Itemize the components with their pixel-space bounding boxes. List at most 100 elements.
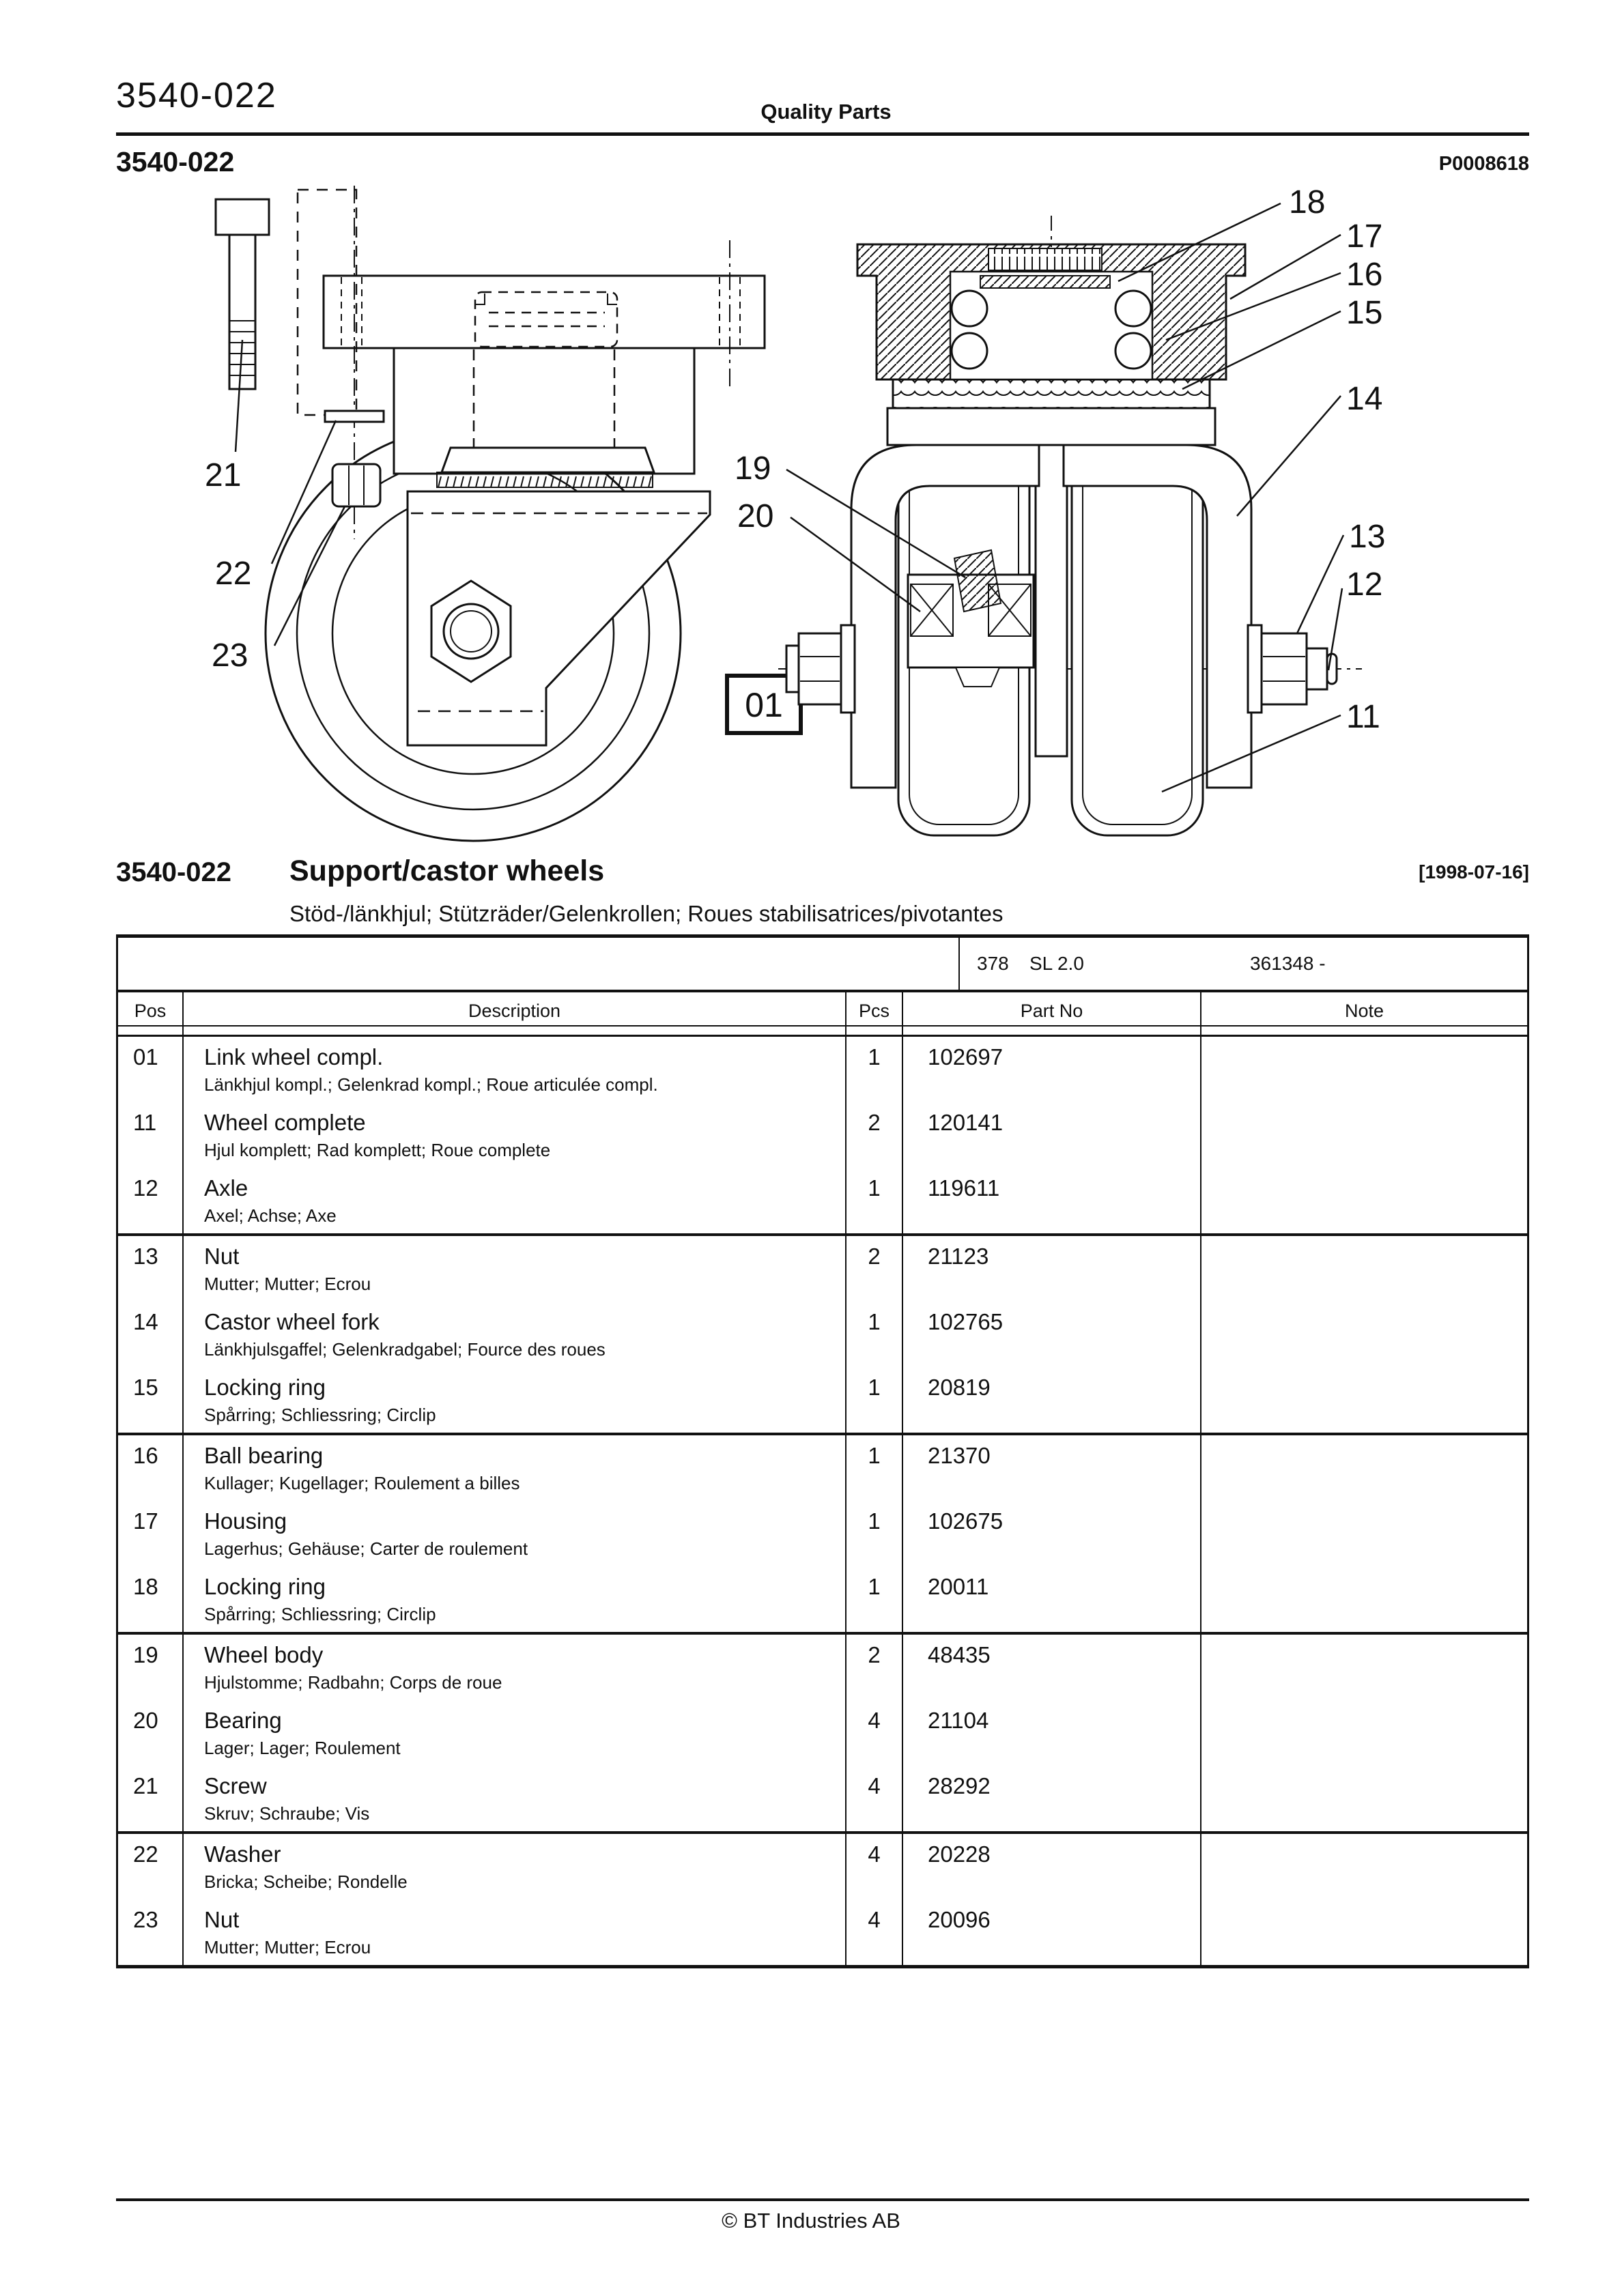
callout-23: 23: [212, 637, 248, 674]
table-row: 21 Screw Skruv; Schraube; Vis 4 28292: [118, 1766, 1527, 1834]
pcs-cell: 1: [846, 1168, 903, 1233]
callout-21: 21: [205, 457, 241, 493]
partno-cell: 102675: [903, 1501, 1201, 1566]
note-cell: [1201, 1834, 1527, 1899]
callout-22: 22: [215, 556, 251, 592]
table-row: 17 Housing Lagerhus; Gehäuse; Carter de …: [118, 1501, 1527, 1566]
description-main: Nut: [204, 1907, 240, 1932]
pcs-cell: 2: [846, 1236, 903, 1302]
pcs-cell: 4: [846, 1899, 903, 1965]
description-cell: Nut Mutter; Mutter; Ecrou: [184, 1899, 846, 1965]
description-main: Bearing: [204, 1708, 282, 1733]
pcs-cell: 1: [846, 1037, 903, 1102]
page-title: Quality Parts: [760, 100, 892, 124]
col-header-description: Description: [184, 992, 846, 1025]
section-code: 3540-022: [116, 857, 232, 887]
housing-part: [856, 243, 1247, 381]
note-cell: [1201, 1566, 1527, 1632]
partno-cell: 20819: [903, 1367, 1201, 1433]
description-i18n: Spårring; Schliessring; Circlip: [204, 1405, 436, 1425]
callout-19: 19: [735, 450, 771, 487]
description-main: Wheel complete: [204, 1110, 366, 1135]
description-main: Nut: [204, 1244, 240, 1269]
partno-cell: 102765: [903, 1302, 1201, 1367]
screw-part: [214, 198, 270, 390]
note-cell: [1201, 1168, 1527, 1233]
footer-copyright: © BT Industries AB: [722, 2209, 900, 2233]
pos-cell: 12: [118, 1168, 184, 1233]
pos-cell: 15: [118, 1367, 184, 1433]
description-cell: Locking ring Spårring; Schliessring; Cir…: [184, 1566, 846, 1632]
table-row: 13 Nut Mutter; Mutter; Ecrou 2 21123: [118, 1236, 1527, 1302]
axle-nut-left: [785, 624, 856, 714]
pos-cell: 14: [118, 1302, 184, 1367]
col-header-partno: Part No: [903, 992, 1201, 1025]
description-cell: Housing Lagerhus; Gehäuse; Carter de rou…: [184, 1501, 846, 1566]
callout-18: 18: [1289, 184, 1325, 220]
description-i18n: Skruv; Schraube; Vis: [204, 1803, 370, 1824]
pcs-cell: 1: [846, 1566, 903, 1632]
note-cell: [1201, 1766, 1527, 1831]
note-cell: [1201, 1435, 1527, 1501]
callout-11: 11: [1346, 699, 1380, 735]
table-row: 19 Wheel body Hjulstomme; Radbahn; Corps…: [118, 1635, 1527, 1700]
pcs-cell: 1: [846, 1302, 903, 1367]
table-row: 01 Link wheel compl. Länkhjul kompl.; Ge…: [118, 1037, 1527, 1102]
note-cell: [1201, 1102, 1527, 1168]
partno-cell: 21104: [903, 1700, 1201, 1766]
header-rule: [116, 132, 1529, 136]
pos-cell: 13: [118, 1236, 184, 1302]
description-main: Housing: [204, 1508, 287, 1534]
description-i18n: Mutter; Mutter; Ecrou: [204, 1937, 371, 1957]
description-i18n: Länkhjulsgaffel; Gelenkradgabel; Fource …: [204, 1339, 606, 1360]
description-main: Wheel body: [204, 1642, 324, 1667]
description-cell: Axle Axel; Achse; Axe: [184, 1168, 846, 1233]
pcs-cell: 4: [846, 1700, 903, 1766]
table-row: 23 Nut Mutter; Mutter; Ecrou 4 20096: [118, 1899, 1527, 1965]
description-main: Castor wheel fork: [204, 1309, 380, 1334]
pcs-cell: 4: [846, 1834, 903, 1899]
figure-label: 01: [745, 686, 783, 724]
section-subtitle: Stöd-/länkhjul; Stützräder/Gelenkrollen;…: [289, 901, 1004, 926]
description-main: Washer: [204, 1841, 281, 1867]
description-main: Locking ring: [204, 1574, 326, 1599]
callout-20: 20: [737, 498, 773, 534]
description-cell: Link wheel compl. Länkhjul kompl.; Gelen…: [184, 1037, 846, 1102]
col-header-note: Note: [1344, 1001, 1384, 1021]
description-cell: Screw Skruv; Schraube; Vis: [184, 1766, 846, 1831]
description-cell: Washer Bricka; Scheibe; Rondelle: [184, 1834, 846, 1899]
table-row: 16 Ball bearing Kullager; Kugellager; Ro…: [118, 1435, 1527, 1501]
pcs-cell: 1: [846, 1367, 903, 1433]
callout-14: 14: [1346, 381, 1382, 417]
col-header-pos: Pos: [118, 992, 184, 1025]
header-double-rule: [118, 1027, 1527, 1037]
pos-cell: 17: [118, 1501, 184, 1566]
description-cell: Castor wheel fork Länkhjulsgaffel; Gelen…: [184, 1302, 846, 1367]
description-cell: Wheel body Hjulstomme; Radbahn; Corps de…: [184, 1635, 846, 1700]
pos-cell: 19: [118, 1635, 184, 1700]
note-cell: [1201, 1367, 1527, 1433]
pcs-cell: 1: [846, 1435, 903, 1501]
description-i18n: Länkhjul kompl.; Gelenkrad kompl.; Roue …: [204, 1074, 658, 1095]
section-title: Support/castor wheels: [289, 855, 605, 887]
model-info-row: 378 SL 2.0 361348 -: [118, 938, 1527, 992]
description-main: Screw: [204, 1773, 267, 1798]
nut-part: [331, 463, 382, 508]
pos-cell: 20: [118, 1700, 184, 1766]
partno-cell: 20228: [903, 1834, 1201, 1899]
pcs-cell: 2: [846, 1102, 903, 1168]
page-doc-number: 3540-022: [116, 76, 277, 115]
description-cell: Locking ring Spårring; Schliessring; Cir…: [184, 1367, 846, 1433]
description-cell: Nut Mutter; Mutter; Ecrou: [184, 1236, 846, 1302]
description-main: Axle: [204, 1175, 248, 1201]
description-i18n: Spårring; Schliessring; Circlip: [204, 1604, 436, 1624]
partno-cell: 20096: [903, 1899, 1201, 1965]
description-main: Link wheel compl.: [204, 1044, 384, 1070]
callout-15: 15: [1346, 295, 1382, 331]
description-main: Ball bearing: [204, 1443, 324, 1468]
partno-cell: 20011: [903, 1566, 1201, 1632]
description-i18n: Kullager; Kugellager; Roulement a billes: [204, 1473, 520, 1493]
info-divider: [958, 938, 960, 990]
callout-13: 13: [1349, 519, 1385, 555]
table-row: 18 Locking ring Spårring; Schliessring; …: [118, 1566, 1527, 1635]
